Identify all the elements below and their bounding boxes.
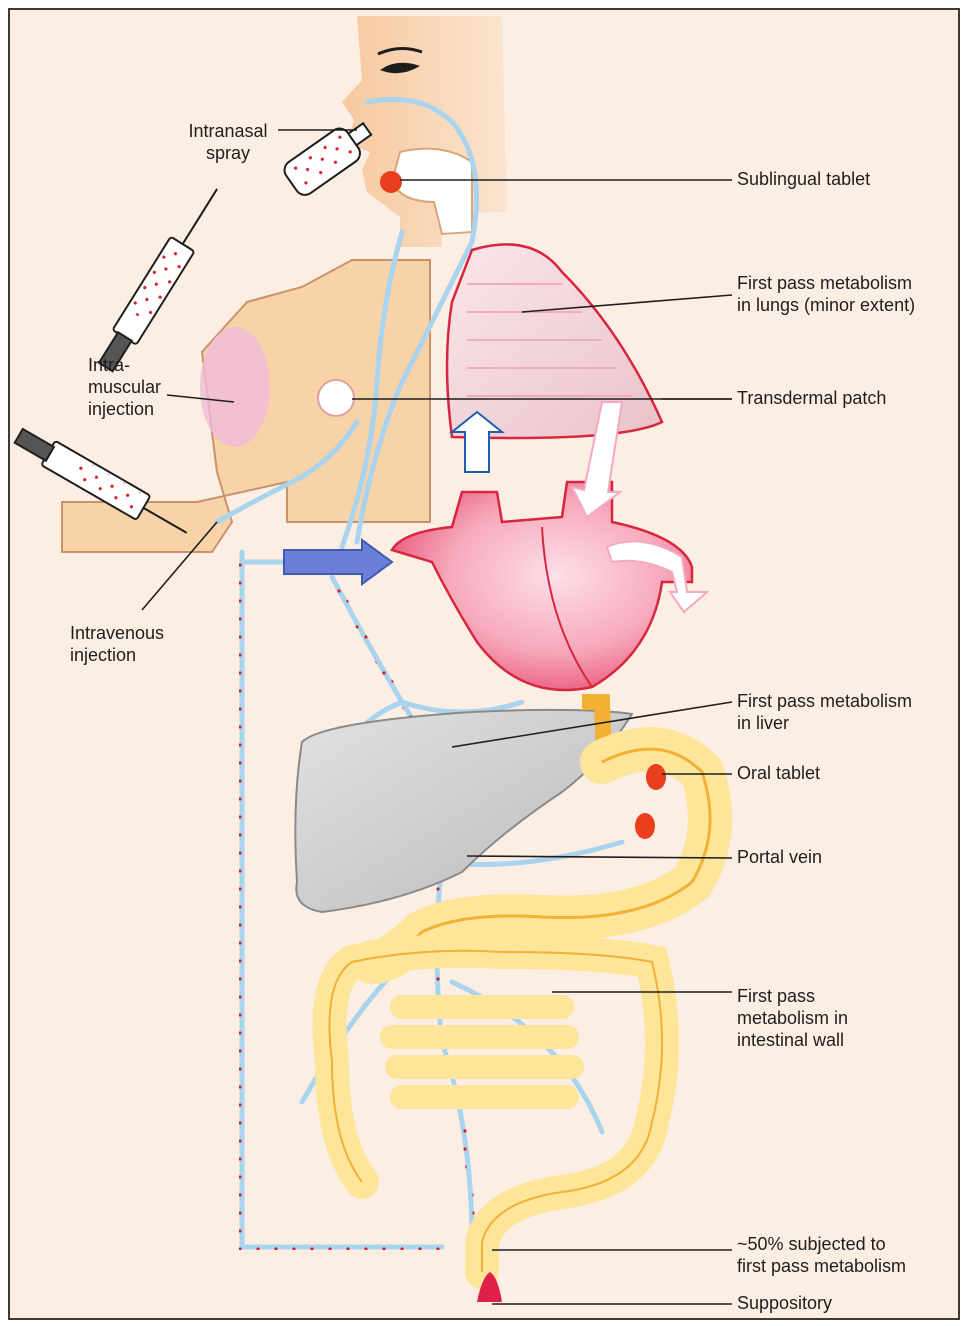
- heart: [392, 482, 692, 690]
- oral-tablet-1: [646, 764, 666, 790]
- label-sublingual-tablet: Sublingual tablet: [737, 168, 870, 190]
- liver: [295, 710, 632, 912]
- small-intestine: [392, 1007, 572, 1097]
- lungs: [447, 244, 662, 438]
- label-portal-vein: Portal vein: [737, 846, 822, 868]
- oral-tablet-2: [635, 813, 655, 839]
- label-suppository: Suppository: [737, 1292, 832, 1314]
- arrow-into-heart: [284, 540, 392, 584]
- transdermal-patch-site: [318, 380, 354, 416]
- label-intestinal-first-pass: First pass metabolism in intestinal wall: [737, 985, 848, 1051]
- label-intramuscular-injection: Intra- muscular injection: [88, 354, 161, 420]
- label-oral-tablet: Oral tablet: [737, 762, 820, 784]
- label-intranasal-spray: Intranasal spray: [180, 120, 276, 164]
- deltoid-site: [200, 327, 270, 447]
- diagram-frame: Intranasal spray Sublingual tablet First…: [8, 8, 960, 1320]
- sublingual-tablet: [380, 171, 402, 193]
- label-intravenous-injection: Intravenous injection: [70, 622, 164, 666]
- label-lungs-first-pass: First pass metabolism in lungs (minor ex…: [737, 272, 915, 316]
- label-rectal-fraction: ~50% subjected to first pass metabolism: [737, 1233, 906, 1277]
- nasal-spray: [281, 114, 379, 198]
- label-transdermal-patch: Transdermal patch: [737, 387, 886, 409]
- label-liver-first-pass: First pass metabolism in liver: [737, 690, 912, 734]
